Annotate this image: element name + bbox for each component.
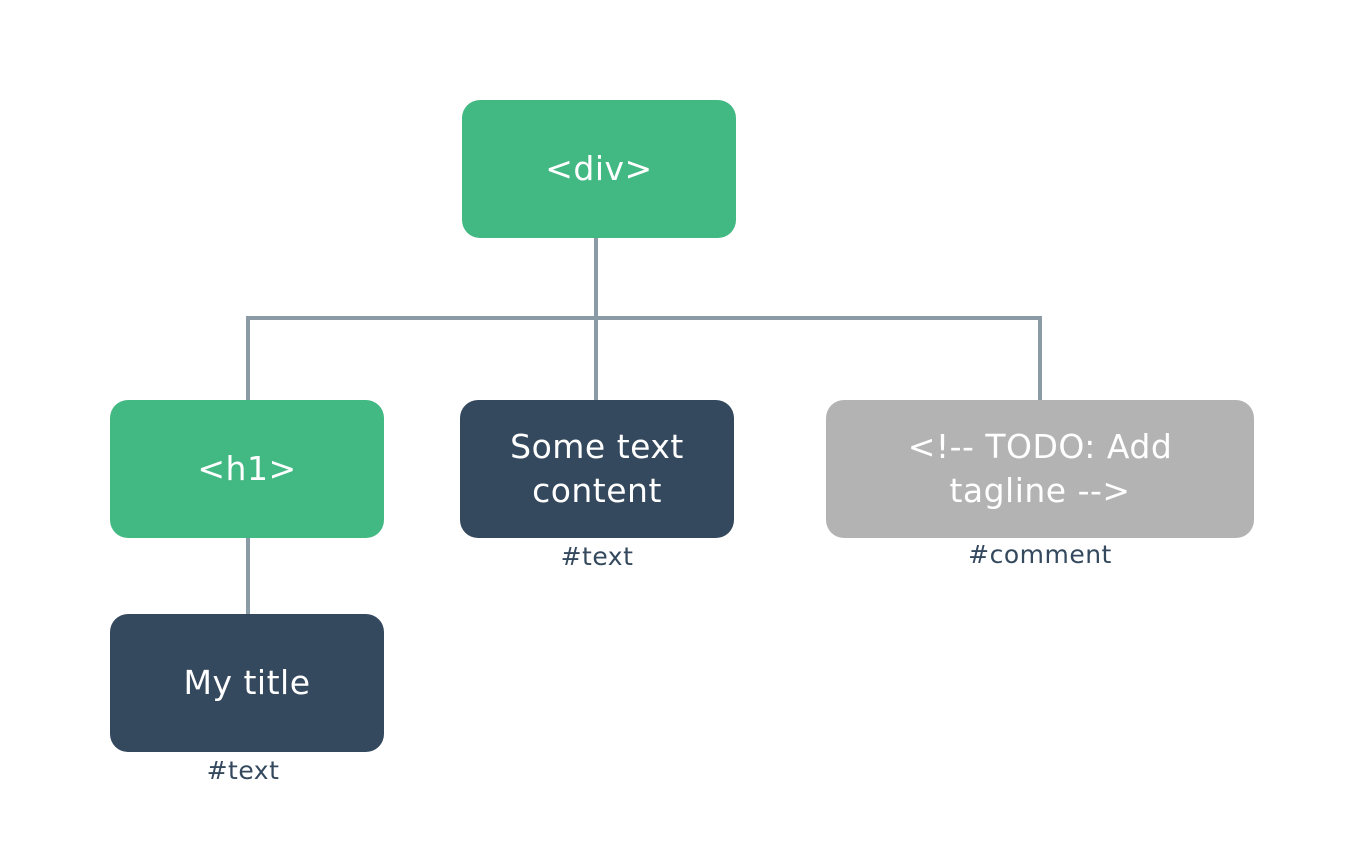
comment-node: <!-- TODO: Add tagline --> <box>826 400 1254 538</box>
some-text-node-label: Some text content <box>510 427 684 510</box>
div-element-node: <div> <box>462 100 736 238</box>
some-text-node: Some text content <box>460 400 734 538</box>
some-text-node-type-label: #text <box>560 542 634 571</box>
my-title-text-node-label: My title <box>183 663 311 702</box>
div-element-label: <div> <box>545 149 653 188</box>
h1-element-label: <h1> <box>197 449 297 488</box>
my-title-text-node-type-label: #text <box>206 756 280 785</box>
comment-node-label: <!-- TODO: Add tagline --> <box>907 427 1173 510</box>
h1-element-node: <h1> <box>110 400 384 538</box>
my-title-text-node: My title <box>110 614 384 752</box>
comment-node-type-label: #comment <box>968 540 1112 569</box>
